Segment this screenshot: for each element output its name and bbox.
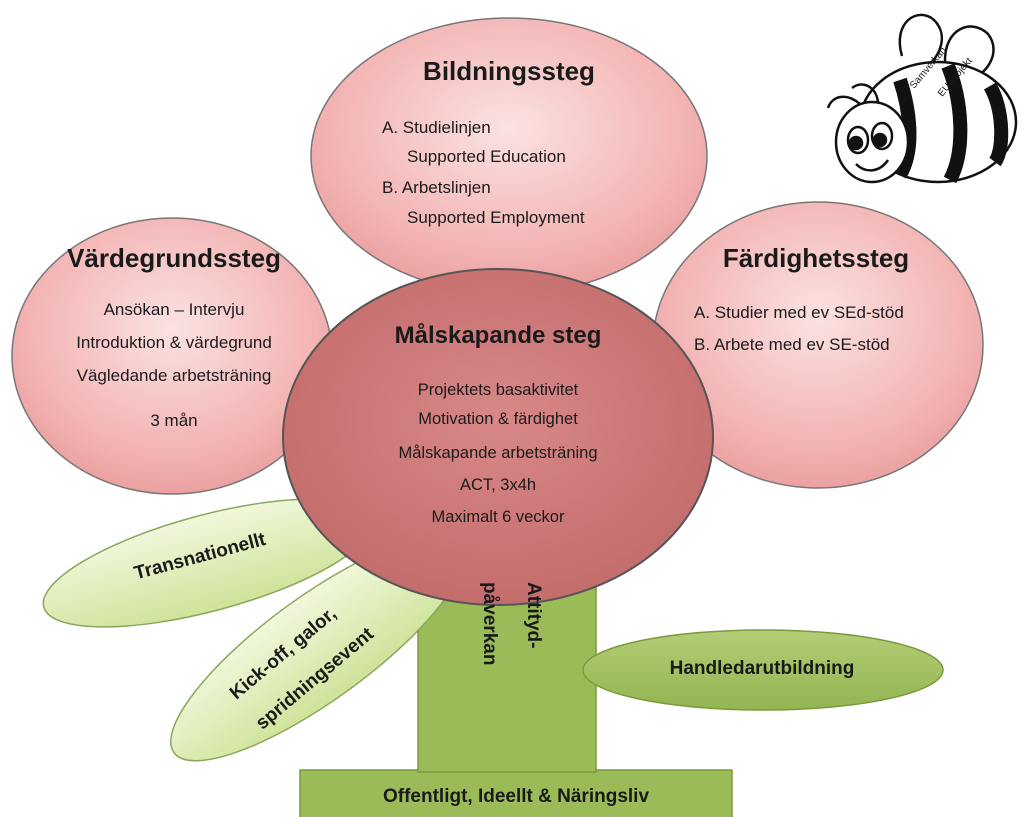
petal-right-title: Färdighetssteg	[722, 243, 910, 273]
center-line-4: ACT, 3x4h	[459, 476, 537, 494]
base-bar	[299, 769, 733, 817]
stem-label-line-2: påverkan	[479, 582, 500, 666]
petal-left-title: Värdegrundssteg	[67, 243, 281, 273]
center-line-2: Motivation & färdighet	[418, 410, 578, 428]
bee-icon	[826, 13, 1018, 184]
petal-right-line-2: B. Arbete med ev SE-stöd	[694, 335, 890, 354]
petal-top-title: Bildningssteg	[423, 56, 595, 86]
petal-left-line-1: Ansökan – Intervju	[103, 300, 245, 319]
petal-left-line-2: Introduktion & värdegrund	[76, 333, 272, 352]
center-line-3: Målskapande arbetsträning	[398, 444, 598, 462]
petal-left-line-4: 3 mån	[150, 411, 198, 430]
petal-top-line-3: B. Arbetslinjen	[382, 178, 491, 197]
center-title: Målskapande steg	[394, 322, 602, 349]
petal-top-line-4: Supported Employment	[407, 208, 585, 227]
center-line-5: Maximalt 6 veckor	[431, 508, 565, 526]
petal-top-line-2: Supported Education	[407, 147, 566, 166]
center-disc	[282, 268, 714, 606]
base-label: Offentligt, Ideellt & Näringsliv	[382, 786, 650, 807]
petal-top-line-1: A. Studielinjen	[382, 118, 491, 137]
leaf-right-label: Handledarutbildning	[669, 658, 855, 679]
petal-right-line-1: A. Studier med ev SEd-stöd	[694, 303, 904, 322]
leaf-right	[582, 629, 944, 711]
stem-label-line-1: Attityd-	[523, 582, 544, 649]
center-line-1: Projektets basaktivitet	[417, 381, 579, 399]
petal-left-line-3: Vägledande arbetsträning	[76, 366, 272, 385]
